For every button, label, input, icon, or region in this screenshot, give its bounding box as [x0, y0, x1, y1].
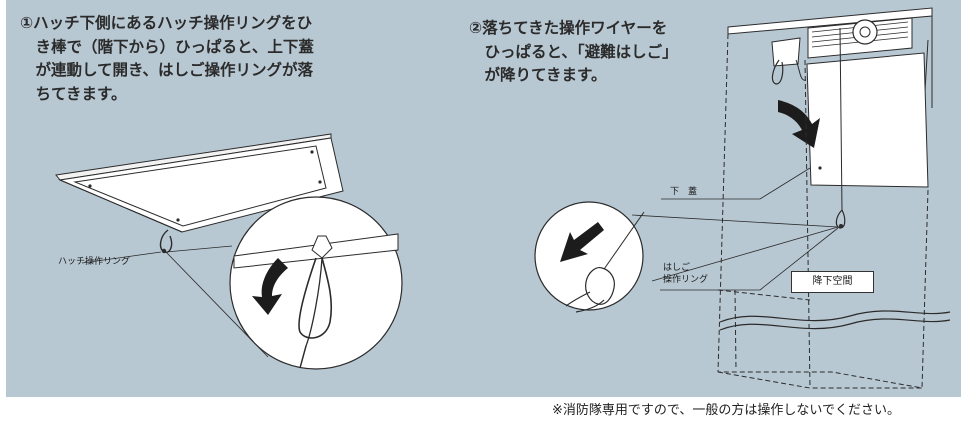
upper-lid [771, 37, 807, 85]
lower-lid-label: 下蓋 [670, 187, 707, 197]
lid-open-arrow-icon [778, 100, 820, 148]
descent-space-outline [717, 33, 929, 389]
ladder-ring-label: はしご 操作リング [663, 263, 709, 285]
pull-down-arrow-icon [252, 258, 288, 315]
footer-note: ※消防隊専用ですので、一般の方は操作しないでください。 [552, 403, 900, 418]
pull-wire-arrow-icon [560, 222, 604, 262]
step1-instruction: ①ハッチ下側にあるハッチ操作リングをひ き棒で（階下から）ひっぱると、上下蓋 が… [20, 14, 314, 103]
ceiling-unit [727, 7, 933, 109]
operation-wire [835, 27, 846, 229]
hatch-ring-icon [159, 229, 173, 254]
hatch-ring-label: ハッチ操作リング [58, 257, 131, 267]
descent-space-label: 降下空間 [791, 271, 874, 293]
wire-pull-zoom-circle [534, 201, 645, 313]
hatch-ring-zoom-circle [229, 196, 403, 370]
lower-lid-panel [806, 52, 929, 188]
step2-instruction: ②落ちてきた操作ワイヤーを ひっぱると、「避難はしご」 が降りてきます。 [469, 19, 678, 84]
